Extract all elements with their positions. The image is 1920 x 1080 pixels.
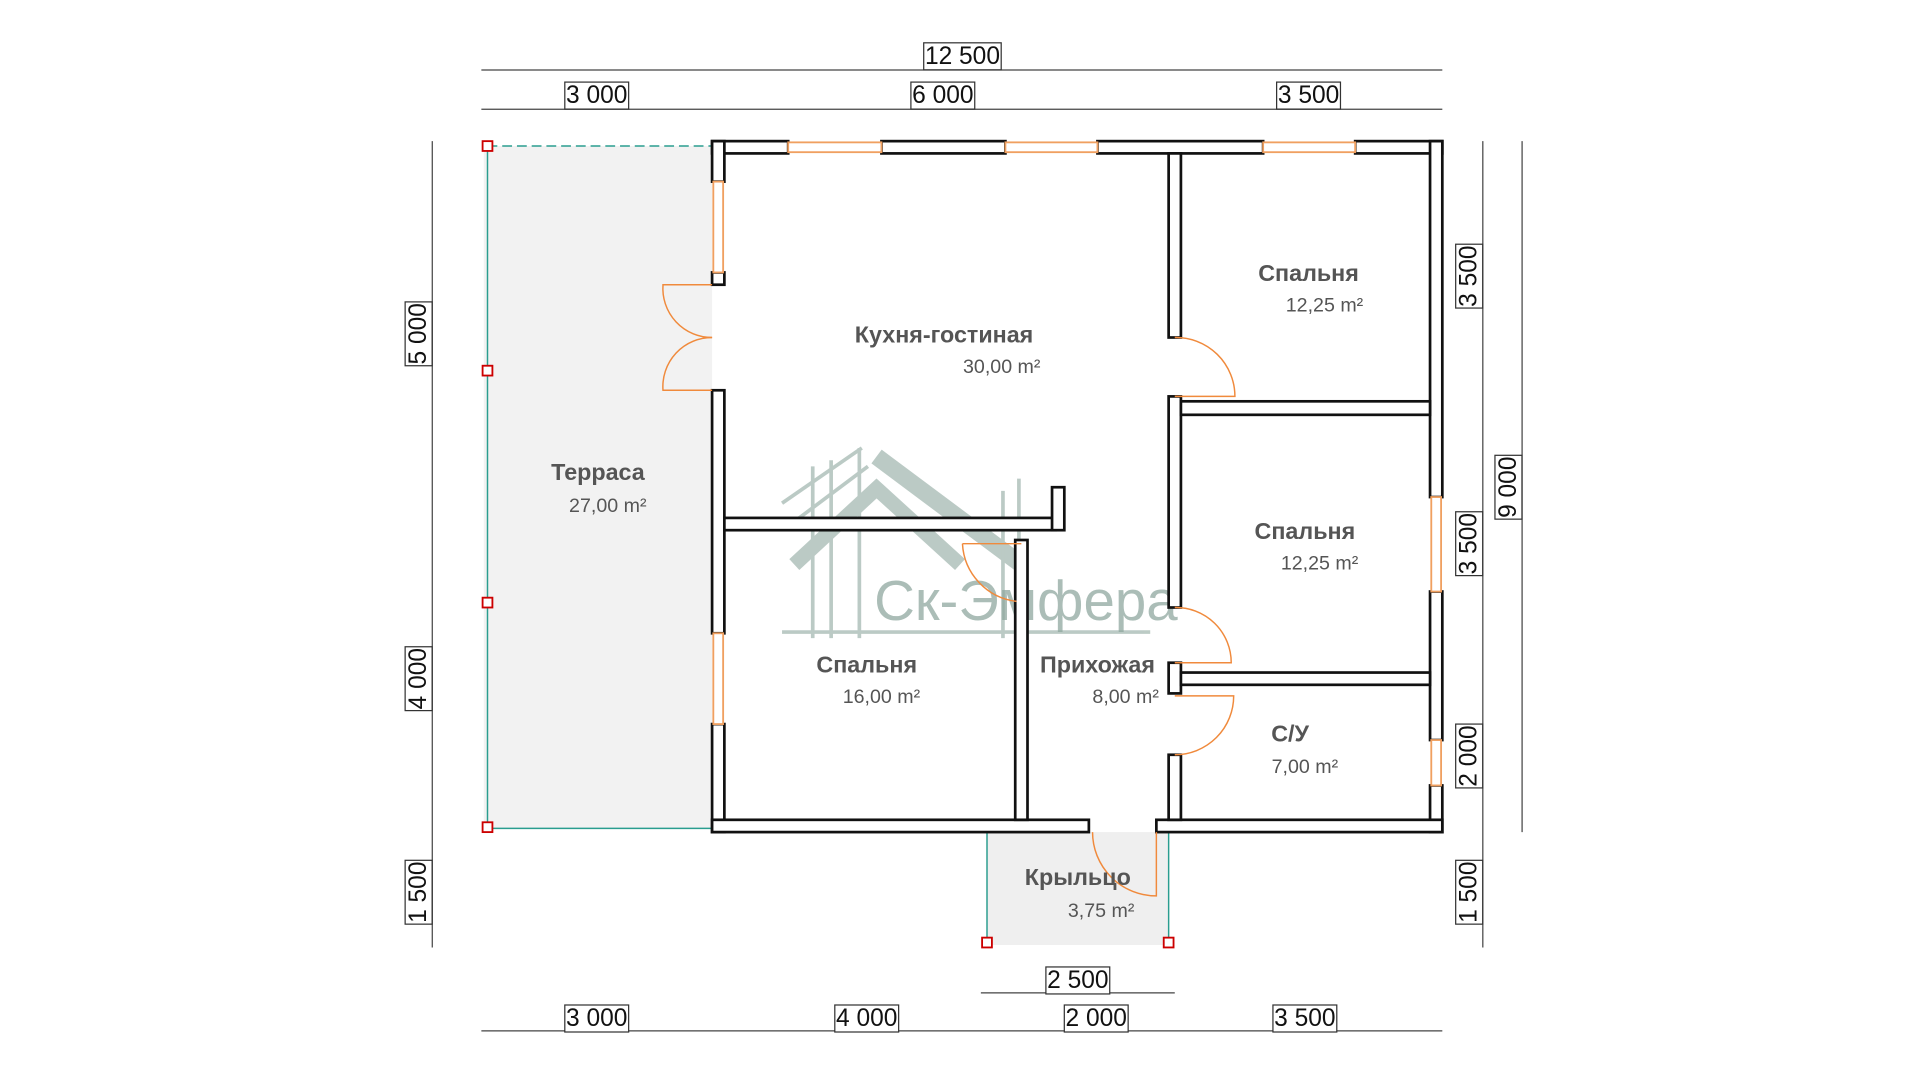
room-bedroom-ne-area: 12,25 m²: [1286, 295, 1364, 317]
room-hall-area: 8,00 m²: [1092, 686, 1159, 708]
dimension-label: 4 000: [404, 646, 433, 712]
room-bedroom-e-name: Спальня: [1255, 518, 1356, 544]
dimension-label-box: [1455, 511, 1484, 577]
room-terrace-name: Терраса: [551, 459, 646, 485]
dimension-value: 2 500: [1047, 967, 1108, 994]
dimension-label: 5 000: [404, 301, 433, 367]
dimension-label: 4 000: [834, 1004, 900, 1033]
dimension-value: 3 500: [1456, 245, 1483, 306]
dimension-label: 2 500: [1045, 966, 1111, 995]
dimension-value: 1 500: [1456, 862, 1483, 923]
dimension-label-box: [1455, 723, 1484, 789]
dimension-label-box: [564, 81, 630, 110]
dimension-value: 1 500: [405, 862, 432, 923]
dimension-label: 6 000: [910, 81, 976, 110]
posts: [481, 140, 1175, 949]
walls: [710, 139, 1444, 834]
dimension-label-box: [564, 1004, 630, 1033]
dimension-label-box: [1045, 966, 1111, 995]
dimension-label-box: [404, 646, 433, 712]
dimension-label-box: [404, 301, 433, 367]
room-hall-name: Прихожая: [1040, 652, 1155, 678]
dimension-value: 2 000: [1066, 1005, 1127, 1032]
room-labels: Кухня-гостиная 30,00 m² Спальня 12,25 m²…: [551, 260, 1364, 922]
terrace-area: [483, 146, 713, 829]
dimension-label-box: [1276, 81, 1342, 110]
dimension-value: 4 000: [405, 648, 432, 709]
dimension-value: 9 000: [1495, 457, 1522, 518]
dimension-label: 9 000: [1494, 454, 1523, 520]
windows: [712, 141, 1443, 787]
room-porch-name: Крыльцо: [1025, 864, 1131, 890]
dimension-label: 1 500: [404, 859, 433, 925]
dimension-value: 5 000: [405, 303, 432, 364]
dimension-value: 2 000: [1456, 725, 1483, 786]
room-kitchen-area: 30,00 m²: [963, 356, 1041, 378]
dimension-label-box: [1494, 454, 1523, 520]
dimension-label: 12 500: [923, 42, 1002, 71]
dimension-label-box: [910, 81, 976, 110]
room-bedroom-sw-area: 16,00 m²: [843, 686, 921, 708]
dimension-label: 3 500: [1455, 243, 1484, 309]
dimension-label: 2 000: [1063, 1004, 1129, 1033]
room-porch-area: 3,75 m²: [1068, 900, 1135, 922]
terrace-edges: [486, 145, 713, 830]
dimension-value: 4 000: [836, 1005, 897, 1032]
dimension-value: 3 500: [1274, 1005, 1335, 1032]
dimension-label: 3 500: [1272, 1004, 1338, 1033]
dimension-label: 3 000: [564, 81, 630, 110]
room-kitchen-name: Кухня-гостиная: [855, 321, 1033, 347]
dimension-label-box: [834, 1004, 900, 1033]
room-bedroom-e-area: 12,25 m²: [1281, 552, 1359, 574]
room-bath-area: 7,00 m²: [1272, 756, 1339, 778]
dimension-label-box: [1455, 859, 1484, 925]
dimension-label: 1 500: [1455, 859, 1484, 925]
dimension-label: 3 500: [1455, 511, 1484, 577]
watermark-logo: [780, 446, 1151, 639]
dimension-label: 3 500: [1276, 81, 1342, 110]
dimension-label-box: [1272, 1004, 1338, 1033]
dimension-value: 3 000: [566, 82, 627, 109]
room-bedroom-ne-name: Спальня: [1258, 260, 1359, 286]
room-bath-name: С/У: [1271, 720, 1309, 746]
dimension-labels: 12 500 3 000 6 000 3 500 3 000 4 000 2 000 3 50…: [404, 42, 1523, 1033]
dimension-label-box: [1063, 1004, 1129, 1033]
dimension-label: 2 000: [1455, 723, 1484, 789]
room-terrace-area: 27,00 m²: [569, 495, 647, 517]
doors: [662, 283, 1236, 897]
dimension-value: 12 500: [925, 43, 1000, 70]
dimension-value: 6 000: [912, 82, 973, 109]
dimension-value: 3 500: [1456, 513, 1483, 574]
dimension-label-box: [404, 859, 433, 925]
dimension-value: 3 000: [566, 1005, 627, 1032]
porch-area: [987, 832, 1169, 945]
dimension-label-box: [1455, 243, 1484, 309]
dimension-value: 3 500: [1278, 82, 1339, 109]
room-bedroom-sw-name: Спальня: [816, 652, 917, 678]
dimension-label-box: [923, 42, 1002, 71]
dimension-label: 3 000: [564, 1004, 630, 1033]
